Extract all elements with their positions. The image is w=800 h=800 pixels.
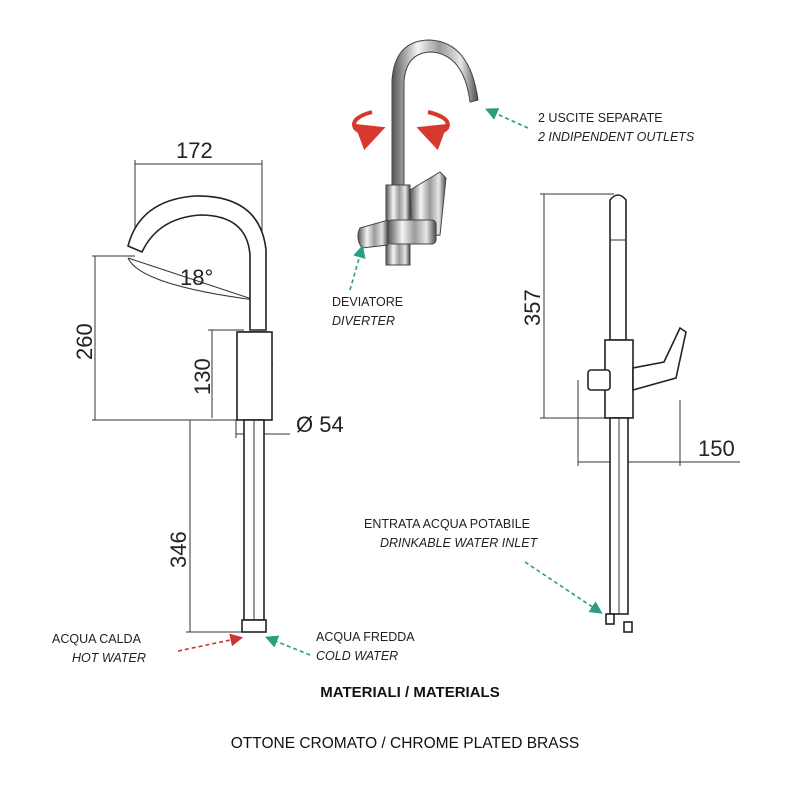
spout-outline — [127, 195, 267, 331]
hot-water-label-en: HOT WATER — [72, 651, 146, 665]
left-view: 172 18° 260 130 Ø 54 346 — [72, 138, 344, 633]
dim-54-label: Ø 54 — [296, 412, 344, 437]
handle-profile — [632, 326, 687, 392]
inlet-arrow — [524, 561, 603, 614]
angle-arc — [127, 257, 256, 301]
diverter-collar — [387, 219, 437, 245]
dim-172-label: 172 — [176, 138, 213, 163]
dim-260-label: 260 — [72, 323, 97, 360]
fitting-right — [623, 621, 633, 633]
faucet-product-image — [352, 39, 479, 266]
right-view: 357 150 — [520, 193, 740, 633]
outlets-arrow — [485, 108, 529, 129]
outlets-label-en: 2 INDIPENDENT OUTLETS — [537, 130, 695, 144]
dim-130-label: 130 — [190, 358, 215, 395]
spout — [391, 39, 479, 186]
hot-water-arrow — [177, 633, 244, 652]
inlet-label-it: ENTRATA ACQUA POTABILE — [364, 517, 530, 531]
angle-18-label: 18° — [180, 265, 213, 290]
angle-line — [127, 257, 256, 301]
pipe-fitting — [241, 619, 267, 633]
materials-value: OTTONE CROMATO / CHROME PLATED BRASS — [231, 735, 580, 752]
hot-water-label-it: ACQUA CALDA — [52, 632, 142, 646]
dim-357-label: 357 — [520, 289, 545, 326]
materials-heading: MATERIALI / MATERIALS — [320, 684, 499, 701]
diverter-label-en: DIVERTER — [332, 314, 395, 328]
rotate-left-icon — [352, 110, 386, 151]
diverter-label-it: DEVIATORE — [332, 295, 403, 309]
dim-150-label: 150 — [698, 436, 735, 461]
outlets-label-it: 2 USCITE SEPARATE — [538, 111, 663, 125]
spout-profile — [609, 194, 627, 341]
diverter-profile — [587, 369, 611, 391]
dim-346-label: 346 — [166, 531, 191, 568]
cold-water-label-en: COLD WATER — [316, 649, 398, 663]
inlet-label-en: DRINKABLE WATER INLET — [380, 536, 539, 550]
fitting-left — [605, 613, 615, 625]
cold-water-label-it: ACQUA FREDDA — [316, 630, 415, 644]
faucet-body — [236, 331, 273, 421]
rotate-right-icon — [416, 110, 450, 151]
diverter-arrow — [349, 244, 366, 291]
cold-water-arrow — [265, 635, 311, 656]
diverter-knob — [357, 219, 389, 249]
